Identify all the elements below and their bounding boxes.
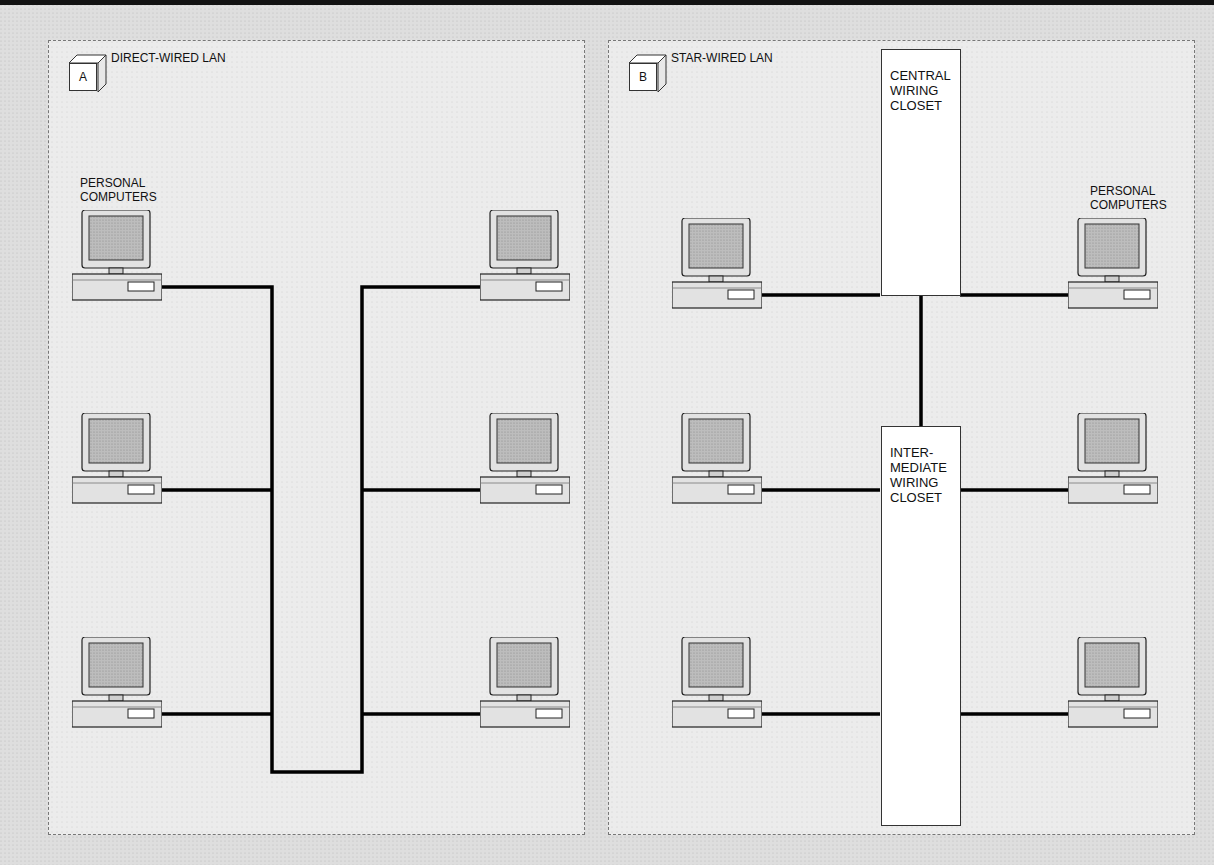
panel-letter: A [70,64,96,90]
personal-computer [672,218,762,308]
computers [72,210,1158,727]
group-label: PERSONAL COMPUTERS [1090,184,1200,212]
top-bar [0,0,1214,5]
star-cable [960,293,1068,297]
closet-label: INTER-MEDIATE WIRING CLOSET [890,445,954,505]
personal-computer [480,210,570,300]
panel-title: DIRECT-WIRED LAN [111,51,226,65]
star-cable [960,712,1068,716]
closet-label: CENTRAL WIRING CLOSET [890,68,954,113]
cube-side [98,55,106,92]
lan-panel: STAR-WIRED LAN B CENTRAL WIRING CLOSET INTE… [608,40,1195,835]
drop-cable [362,488,480,492]
star-cable [762,488,880,492]
panel-ground [608,40,1195,835]
personal-computer [1068,218,1158,308]
personal-computer [1068,413,1158,503]
lan-panel: DIRECT-WIRED LAN A [48,40,585,835]
personal-computer [480,637,570,727]
drop-cable [162,712,272,716]
personal-computer [72,637,162,727]
bus-cable [162,287,480,772]
closet-link [921,296,922,426]
wiring-closet: CENTRAL WIRING CLOSET [881,49,961,296]
star-cable [762,712,880,716]
star-cable [960,488,1068,492]
personal-computer [672,413,762,503]
panel-cube: B [629,63,657,91]
star-cable [762,293,880,297]
panel-title: STAR-WIRED LAN [671,51,773,65]
cube-faces [629,55,669,99]
personal-computer [1068,637,1158,727]
cube-faces [69,55,109,99]
link-line [919,296,923,426]
personal-computer [72,210,162,300]
drop-cable [362,712,480,716]
personal-computer [672,637,762,727]
cube-side [658,55,666,92]
personal-computer [72,413,162,503]
group-label: PERSONAL COMPUTERS [80,176,190,204]
panel-ground [48,40,585,835]
panel-letter: B [630,64,656,90]
panel-cube: A [69,63,97,91]
wiring-closet: INTER-MEDIATE WIRING CLOSET [881,426,961,826]
drop-cable [162,488,272,492]
personal-computer [480,413,570,503]
